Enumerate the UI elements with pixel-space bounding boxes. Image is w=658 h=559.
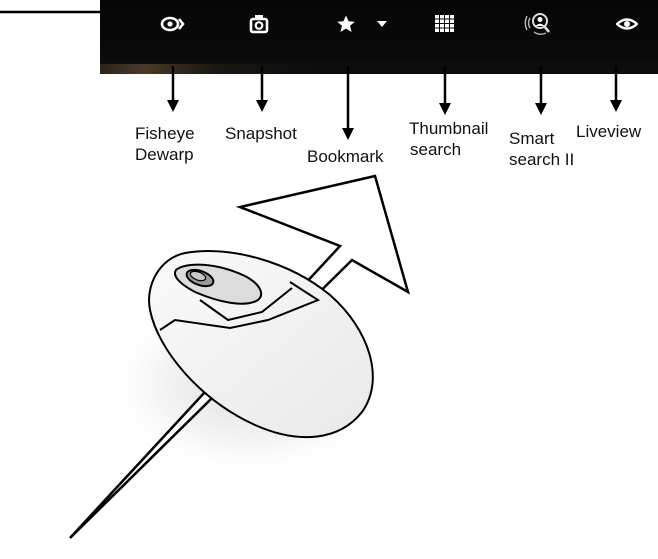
mouse-pointer-illustration — [0, 0, 658, 559]
